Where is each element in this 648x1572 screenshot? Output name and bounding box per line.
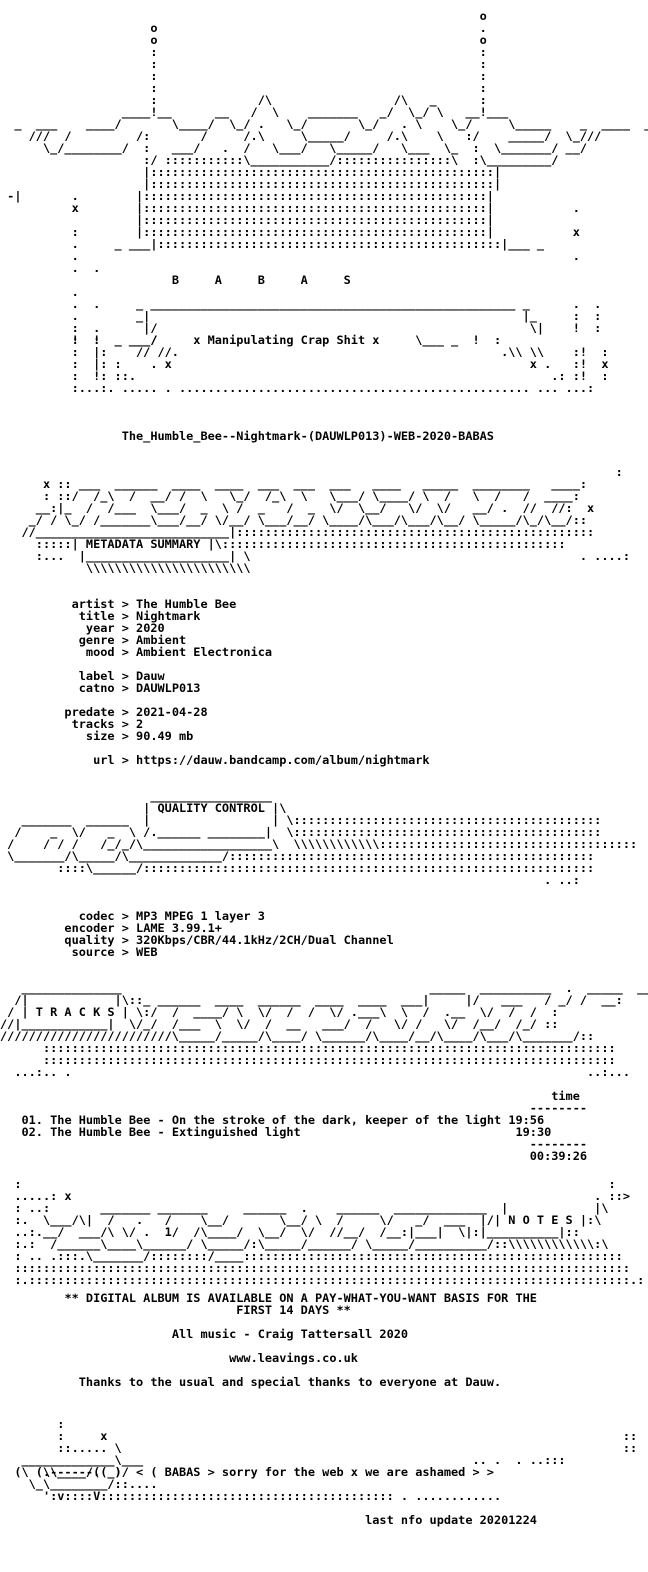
note-line-3: All music - Craig Tattersall 2020: [171, 1327, 409, 1341]
meta-year: 2020: [136, 621, 165, 635]
q-codec: MP3 MPEG 1 layer 3: [136, 909, 265, 923]
last-update: last nfo update 20201224: [365, 1513, 537, 1527]
meta-predate: 2021-04-28: [136, 705, 208, 719]
meta-artist: The Humble Bee: [136, 597, 237, 611]
track-1-time: 19:56: [508, 1113, 545, 1127]
meta-genre: Ambient: [136, 633, 187, 647]
section-title-tracks: T R A C K S: [35, 1005, 115, 1019]
meta-catno: DAUWLP013: [136, 681, 201, 695]
group-letters: B A B A S: [171, 273, 351, 287]
q-encoder: LAME 3.99.1+: [136, 921, 222, 935]
track-1-title: The Humble Bee - On the stroke of the da…: [50, 1113, 502, 1127]
banner-art-base: : |: // //. .\\ \\ :! : : |: : . x x . :…: [71, 345, 609, 395]
section-title-notes: N O T E S: [508, 1213, 573, 1227]
meta-url: https://dauw.bandcamp.com/album/nightmar…: [136, 753, 430, 767]
meta-mood: Ambient Electronica: [136, 645, 273, 659]
meta-size: 90.49 mb: [136, 729, 194, 743]
section-title-quality: QUALITY CONTROL: [157, 801, 265, 815]
note-line-1: ** DIGITAL ALBUM IS AVAILABLE ON A PAY-W…: [64, 1291, 537, 1305]
track-1-num: 01.: [21, 1113, 43, 1127]
note-line-2: FIRST 14 DAYS **: [236, 1303, 351, 1317]
tracks-header-art: ______________ _____ __________ . _____ …: [0, 981, 648, 1079]
group-letters-line: B A B A S: [0, 274, 648, 286]
metadata-block: artist > The Humble Bee title > Nightmar…: [0, 597, 430, 767]
footer-message: < ( BABAS > sorry for the web x we are a…: [136, 1465, 494, 1479]
note-line-5: Thanks to the usual and special thanks t…: [78, 1375, 502, 1389]
tagline-line: : ! _ ___/ x Manipulating Crap Shit x \_…: [0, 333, 502, 347]
footer-message-line: \ \\____/((_)/ < ( BABAS > sorry for the…: [0, 1465, 494, 1479]
track-2-num: 02.: [21, 1125, 43, 1139]
metadata-header-box: :::::| METADATA SUMMARY |\::::::::::::::…: [0, 537, 630, 575]
footer-art: : : x :: ::..... \ :: _____________\_: [14, 1417, 638, 1479]
section-title-metadata: METADATA SUMMARY: [85, 537, 201, 551]
notes-block: ** DIGITAL ALBUM IS AVAILABLE ON A PAY-W…: [0, 1292, 648, 1388]
q-source: WEB: [136, 945, 158, 959]
q-quality: 320Kbps/CBR/44.1kHz/2CH/Dual Channel: [136, 933, 394, 947]
release-name-line: The_Humble_Bee--Nightmark-(DAUWLP013)-WE…: [0, 430, 648, 442]
footer-update-line: last nfo update 20201224: [0, 1514, 648, 1526]
track-2-title: The Humble Bee - Extinguished light: [50, 1125, 301, 1139]
meta-title: Nightmark: [136, 609, 201, 623]
banner-tagline: x Manipulating Crap Shit x: [193, 333, 380, 347]
time-header: time: [551, 1089, 580, 1103]
track-2-time: 19:30: [515, 1125, 552, 1139]
nfo-document: o o . o o :: [0, 0, 648, 1526]
release-name: The_Humble_Bee--Nightmark-(DAUWLP013)-WE…: [121, 429, 494, 443]
total-time: 00:39:26: [529, 1149, 588, 1163]
quality-header-art: _________________ | QUALITY CONTROL |\ _…: [7, 789, 638, 887]
meta-label: Dauw: [136, 669, 165, 683]
metadata-header-art: : x :: ___ ______ ____ ____ ___ ___ ___ …: [21, 465, 623, 539]
banner-art: o o . o o :: [7, 9, 648, 275]
meta-tracks: 2: [136, 717, 144, 731]
tracklist: time -------- 01. The Humble Bee - On th…: [21, 1089, 588, 1163]
note-line-4: www.leavings.co.uk: [229, 1351, 358, 1365]
notes-header-art: : : .....: x . ::> : ..: _______ ____: [14, 1177, 645, 1287]
footer-art-base: \_\________/::.... ':v::::V:::::::::::::…: [28, 1477, 502, 1503]
quality-block: codec > MP3 MPEG 1 layer 3 encoder > LAM…: [0, 909, 394, 959]
banner-art-lower: . . . _ ________________________________…: [71, 285, 602, 347]
